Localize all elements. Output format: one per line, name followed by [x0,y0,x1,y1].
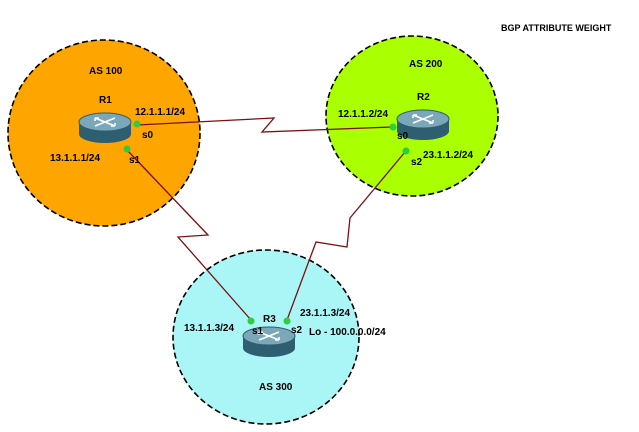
r1-s0-ip: 12.1.1.1/24 [135,107,185,118]
router-r3[interactable] [242,326,296,357]
r1-s1-port [123,145,131,153]
router-r1-name: R1 [99,95,112,106]
diagram-title: BGP ATTRIBUTE WEIGHT [501,23,612,33]
r3-s2-port [283,317,291,325]
router-icon [242,326,296,357]
r2-s0-ip: 12.1.1.2/24 [338,109,388,120]
link-r1-r3 [126,149,252,321]
router-icon [396,109,450,140]
as200-label: AS 200 [409,59,443,70]
r2-s2-if: s2 [411,157,423,168]
r1-s1-if: s1 [129,155,141,166]
r1-s1-ip: 13.1.1.1/24 [50,153,100,164]
r1-s0-port [133,120,141,128]
r2-s0-if: s0 [397,131,409,142]
r3-s1-ip: 13.1.1.3/24 [184,323,234,334]
r3-s1-port [247,317,255,325]
r1-s0-if: s0 [142,130,154,141]
link-r2-r3 [286,151,406,321]
r3-s2-if: s2 [291,325,303,336]
router-r2[interactable] [396,109,450,140]
r3-s1-if: s1 [252,326,264,337]
link-r1-r2 [136,117,393,133]
r2-s2-port [402,147,410,155]
r3-loopback-label: Lo - 100.0.0.0/24 [309,327,386,338]
as300-label: AS 300 [259,382,293,393]
r3-s2-ip: 23.1.1.3/24 [300,308,350,319]
as100-label: AS 100 [89,66,123,77]
r2-s2-ip: 23.1.1.2/24 [423,150,473,161]
router-r2-name: R2 [417,92,430,103]
r2-s0-port [389,123,397,131]
router-r1[interactable] [78,112,132,143]
router-r3-name: R3 [263,314,276,325]
router-icon [78,112,132,143]
